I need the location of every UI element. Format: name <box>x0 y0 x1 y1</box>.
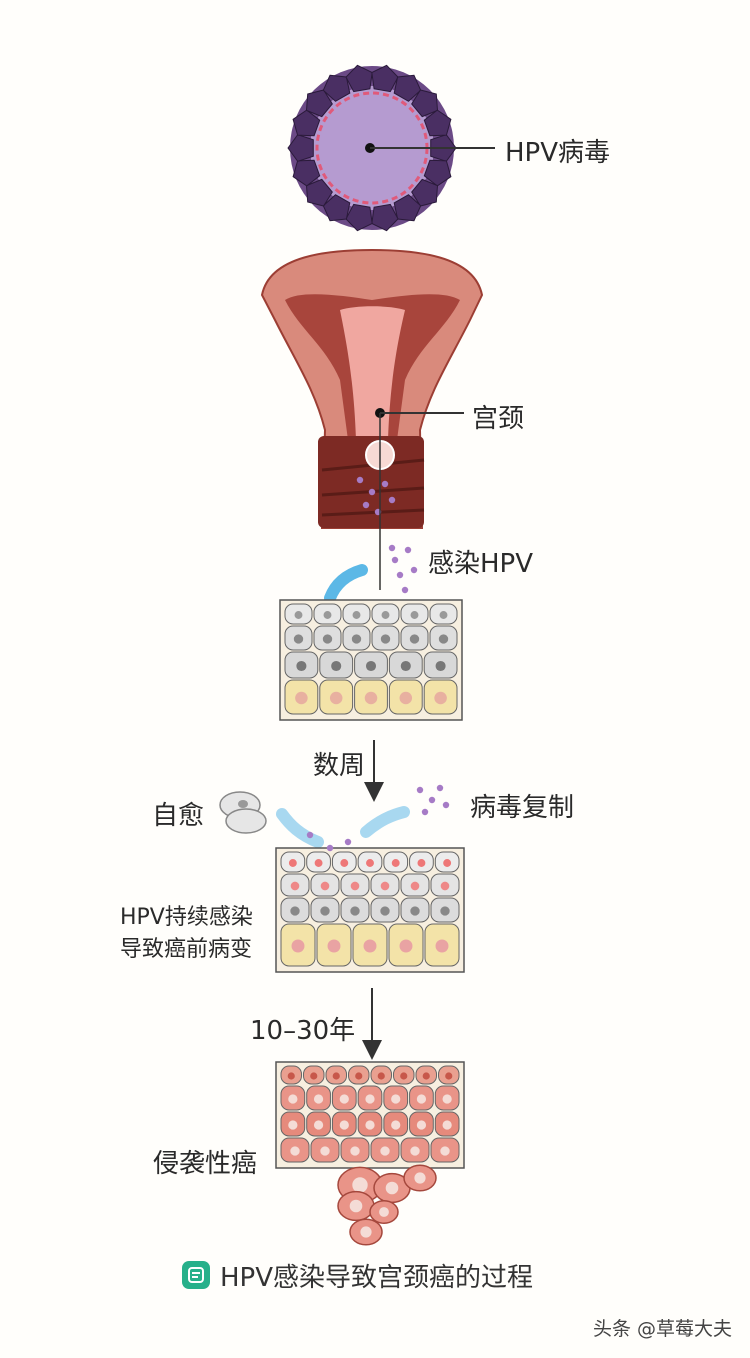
self-healed-cells <box>219 791 267 834</box>
self-heal-arrow <box>276 808 324 848</box>
weeks-label: 数周 <box>313 751 366 781</box>
normal-epithelium-tissue <box>279 599 463 721</box>
replicating-virus-particles <box>306 784 450 852</box>
invasive-cancer-tissue <box>275 1061 465 1246</box>
persistent-infection-label-line2: 导致癌前病变 <box>120 937 253 962</box>
persistent-infection-label-line1: HPV持续感染 <box>120 905 253 930</box>
years-label: 10–30年 <box>250 1016 356 1046</box>
cervix-label: 宫颈 <box>472 404 525 434</box>
source-watermark: 头条 @草莓大夫 <box>592 1318 732 1340</box>
replication-arrow <box>360 806 410 838</box>
hpv-virus-label: HPV病毒 <box>505 138 611 168</box>
self-heal-label: 自愈 <box>152 801 205 831</box>
replication-label: 病毒复制 <box>470 793 575 823</box>
infection-label: 感染HPV <box>428 549 534 579</box>
precancerous-epithelium-tissue <box>275 847 465 973</box>
infection-arrow <box>324 564 368 604</box>
caption-book-icon <box>182 1261 210 1289</box>
figure-caption: HPV感染导致宫颈癌的过程 <box>182 1257 533 1293</box>
uterus-illustration <box>260 248 484 529</box>
invasive-cancer-label: 侵袭性癌 <box>153 1149 258 1179</box>
hpv-virus-illustration <box>287 64 457 232</box>
caption-text: HPV感染导致宫颈癌的过程 <box>220 1262 534 1293</box>
